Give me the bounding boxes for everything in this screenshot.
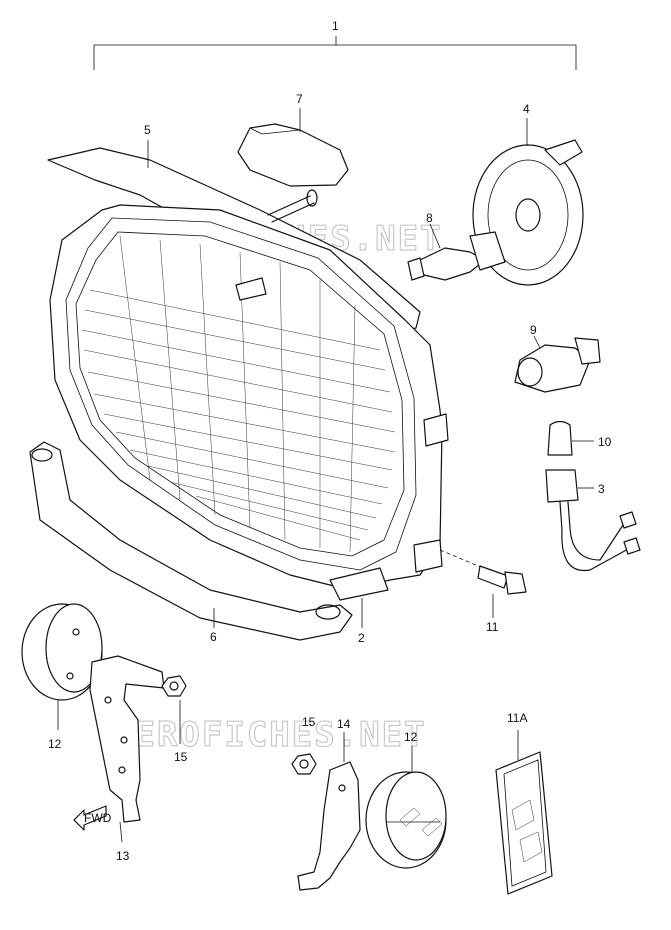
assembly-bracket	[93, 36, 577, 70]
part-2-headlight-housing	[49, 204, 449, 628]
callout-9: 9	[530, 323, 537, 337]
part-11a-lens	[495, 730, 553, 895]
callout-14: 14	[337, 717, 351, 731]
part-8-bulb	[407, 223, 506, 281]
part-9-bulb	[514, 335, 601, 393]
callout-2: 2	[358, 631, 365, 645]
callout-10: 10	[598, 435, 612, 449]
part-11-screw	[439, 549, 527, 618]
part-7-cover	[237, 108, 349, 187]
part-13-bracket	[89, 655, 165, 843]
part-14-bracket	[297, 732, 361, 891]
part-15-nut-right	[291, 753, 317, 775]
callout-13: 13	[116, 849, 130, 863]
callout-1: 1	[332, 19, 339, 33]
part-12-lens-right	[365, 746, 447, 869]
callout-11a: 11A	[507, 711, 527, 725]
callout-5: 5	[144, 123, 151, 137]
fwd-label: FWD	[84, 811, 112, 825]
callout-12-right: 12	[404, 730, 418, 744]
callout-11: 11	[486, 620, 499, 634]
callout-12-left: 12	[48, 737, 62, 751]
callout-15-left: 15	[174, 750, 188, 764]
part-10-small-bulb	[547, 420, 594, 456]
part-3-socket-wires	[545, 469, 641, 572]
part-15-nut-left	[161, 675, 187, 744]
callout-3: 3	[598, 482, 605, 496]
part-12-lens-left	[21, 603, 103, 730]
callout-7: 7	[296, 92, 303, 106]
watermark-bottom: AEROFICHES.NET	[112, 715, 427, 755]
callout-8: 8	[426, 211, 433, 225]
part-6-lower-trim	[29, 441, 353, 641]
adjuster-screw	[267, 189, 318, 223]
callout-4: 4	[523, 102, 530, 116]
fwd-arrow: FWD	[73, 805, 112, 831]
callout-6: 6	[210, 630, 217, 644]
callout-15-right: 15	[302, 715, 316, 729]
